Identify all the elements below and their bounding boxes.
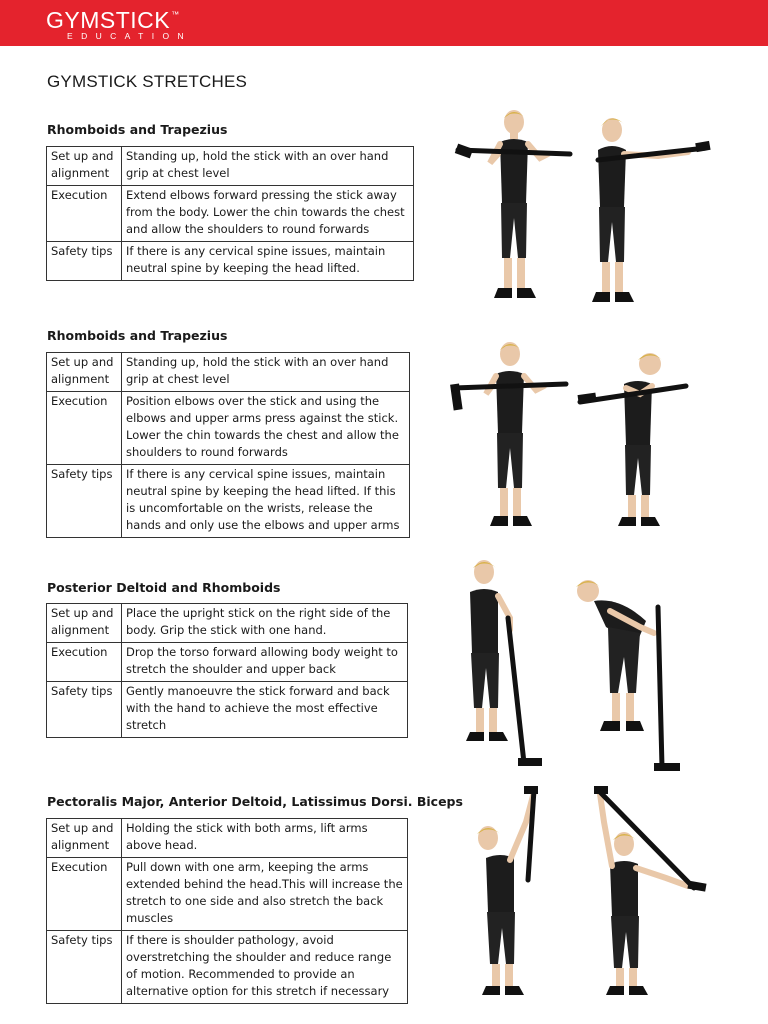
row-label: Set up and alignment [46,352,122,392]
row-label: Execution [46,642,122,682]
woman-upright-stick-side-icon [466,560,542,766]
row-text: Pull down with one arm, keeping the arms… [121,857,408,931]
section-title: Pectoralis Major, Anterior Deltoid, Lati… [47,794,463,809]
exercise-photo-5 [458,558,548,773]
row-text: Place the upright stick on the right sid… [121,603,408,643]
row-text: If there is shoulder pathology, avoid ov… [121,930,408,1004]
row-label: Execution [46,391,122,465]
woman-elbows-forward-stick-extended-icon [592,118,711,302]
row-text: Standing up, hold the stick with an over… [121,352,410,392]
row-text: Standing up, hold the stick with an over… [121,146,414,186]
section-title: Posterior Deltoid and Rhomboids [47,580,281,595]
woman-bent-forward-upright-stick-icon [576,580,680,771]
row-text: If there is any cervical spine issues, m… [121,464,410,538]
brand-header: GYMSTICK™ EDUCATION [0,0,768,46]
table-row: Execution Drop the torso forward allowin… [46,642,408,682]
row-label: Safety tips [46,681,122,738]
section-title: Rhomboids and Trapezius [47,122,228,137]
row-text: Extend elbows forward pressing the stick… [121,185,414,242]
exercise-photo-2 [578,112,713,317]
exercise-table: Set up and alignment Holding the stick w… [46,818,408,1004]
exercise-photo-1 [454,108,574,313]
row-text: Gently manoeuvre the stick forward and b… [121,681,408,738]
exercise-photo-6 [570,575,695,775]
row-text: Drop the torso forward allowing body wei… [121,642,408,682]
table-row: Set up and alignment Place the upright s… [46,603,408,643]
row-label: Safety tips [46,464,122,538]
woman-elbows-over-stick-icon [577,353,689,526]
row-label: Safety tips [46,241,122,281]
exercise-photo-8 [580,782,715,1007]
gymstick-logo: GYMSTICK™ [46,7,180,34]
table-row: Execution Extend elbows forward pressing… [46,185,414,242]
table-row: Set up and alignment Standing up, hold t… [46,352,410,392]
table-row: Safety tips If there is any cervical spi… [46,241,414,281]
exercise-photo-4 [576,350,696,535]
exercise-photo-7 [470,782,575,1007]
woman-standing-stick-chest-level-icon [450,342,569,526]
woman-stick-overhead-icon [477,786,538,995]
row-label: Set up and alignment [46,603,122,643]
exercise-table: Set up and alignment Standing up, hold t… [46,352,410,538]
row-text: If there is any cervical spine issues, m… [121,241,414,281]
exercise-photo-3 [450,338,570,538]
logo-trademark: ™ [171,10,180,19]
table-row: Set up and alignment Holding the stick w… [46,818,408,858]
woman-stick-overhead-pull-down-icon [594,786,707,995]
table-row: Execution Position elbows over the stick… [46,391,410,465]
row-label: Safety tips [46,930,122,1004]
row-label: Set up and alignment [46,818,122,858]
page-title: GYMSTICK STRETCHES [47,72,248,91]
table-row: Safety tips If there is shoulder patholo… [46,930,408,1004]
logo-subbrand: EDUCATION [67,31,193,41]
row-label: Execution [46,185,122,242]
table-row: Set up and alignment Standing up, hold t… [46,146,414,186]
section-title: Rhomboids and Trapezius [47,328,228,343]
row-text: Holding the stick with both arms, lift a… [121,818,408,858]
table-row: Safety tips Gently manoeuvre the stick f… [46,681,408,738]
logo-brand-text: GYMSTICK [46,7,171,33]
table-row: Safety tips If there is any cervical spi… [46,464,410,538]
exercise-table: Set up and alignment Place the upright s… [46,603,408,738]
row-text: Position elbows over the stick and using… [121,391,410,465]
woman-standing-stick-chest-level-icon [454,110,573,298]
exercise-table: Set up and alignment Standing up, hold t… [46,146,414,281]
row-label: Set up and alignment [46,146,122,186]
table-row: Execution Pull down with one arm, keepin… [46,857,408,931]
row-label: Execution [46,857,122,931]
